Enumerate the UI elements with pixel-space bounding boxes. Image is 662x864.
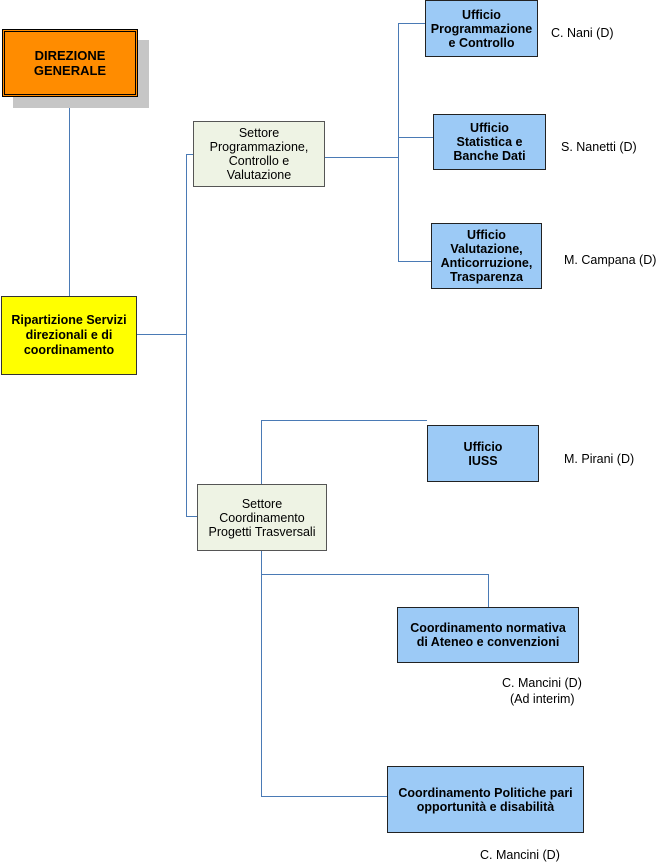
connector-settore-programmazione <box>186 154 197 517</box>
ufficio-statistica-box[interactable]: Ufficio Statistica e Banche Dati <box>433 114 546 170</box>
responsabile-coordinamento-pari-opportunita: C. Mancini (D) <box>480 848 560 862</box>
responsabile-coordinamento-normativa: C. Mancini (D) <box>502 676 582 690</box>
settore-programmazione-box[interactable]: Settore Programmazione, Controllo e Valu… <box>193 121 325 187</box>
ufficio-iuss-box[interactable]: Ufficio IUSS <box>427 425 539 482</box>
coordinamento-pari-opportunita-box[interactable]: Coordinamento Politiche pari opportunità… <box>387 766 584 833</box>
ufficio-valutazione-box[interactable]: Ufficio Valutazione, Anticorruzione, Tra… <box>431 223 542 289</box>
ufficio-statistica-label: Ufficio Statistica e Banche Dati <box>453 121 526 163</box>
ripartizione-label: Ripartizione Servizi direzionali e di co… <box>11 313 127 357</box>
ufficio-valutazione-label: Ufficio Valutazione, Anticorruzione, Tra… <box>440 228 533 284</box>
coordinamento-normativa-label: Coordinamento normativa di Ateneo e conv… <box>410 621 566 649</box>
ripartizione-box[interactable]: Ripartizione Servizi direzionali e di co… <box>1 296 137 375</box>
connector-ufficio-iuss <box>261 420 427 484</box>
coordinamento-normativa-box[interactable]: Coordinamento normativa di Ateneo e conv… <box>397 607 579 663</box>
responsabile-iuss: M. Pirani (D) <box>564 452 635 466</box>
settore-coordinamento-box[interactable]: Settore Coordinamento Progetti Trasversa… <box>197 484 327 551</box>
settore-programmazione-label: Settore Programmazione, Controllo e Valu… <box>209 126 309 182</box>
connector-coordinamento-pari-opportunita <box>261 574 387 797</box>
ufficio-programmazione-controllo-box[interactable]: Ufficio Programmazione e Controllo <box>425 0 538 57</box>
coordinamento-pari-opportunita-label: Coordinamento Politiche pari opportunità… <box>398 785 573 814</box>
responsabile-statistica: S. Nanetti (D) <box>561 140 637 154</box>
connector-ufficio-programmazione-controllo <box>398 23 431 262</box>
settore-coordinamento-label: Settore Coordinamento Progetti Trasversa… <box>208 496 316 539</box>
ad-interim-note: (Ad interim) <box>510 692 575 706</box>
direzione-generale-label: DIREZIONE GENERALE <box>33 48 107 78</box>
connector-coordinamento-normativa <box>261 551 489 607</box>
ufficio-iuss-label: Ufficio IUSS <box>463 439 503 468</box>
ufficio-programmazione-controllo-label: Ufficio Programmazione e Controllo <box>430 7 533 50</box>
direzione-generale-box[interactable]: DIREZIONE GENERALE <box>2 29 138 97</box>
responsabile-programmazione-controllo: C. Nani (D) <box>551 26 614 40</box>
responsabile-valutazione: M. Campana (D) <box>564 253 657 267</box>
